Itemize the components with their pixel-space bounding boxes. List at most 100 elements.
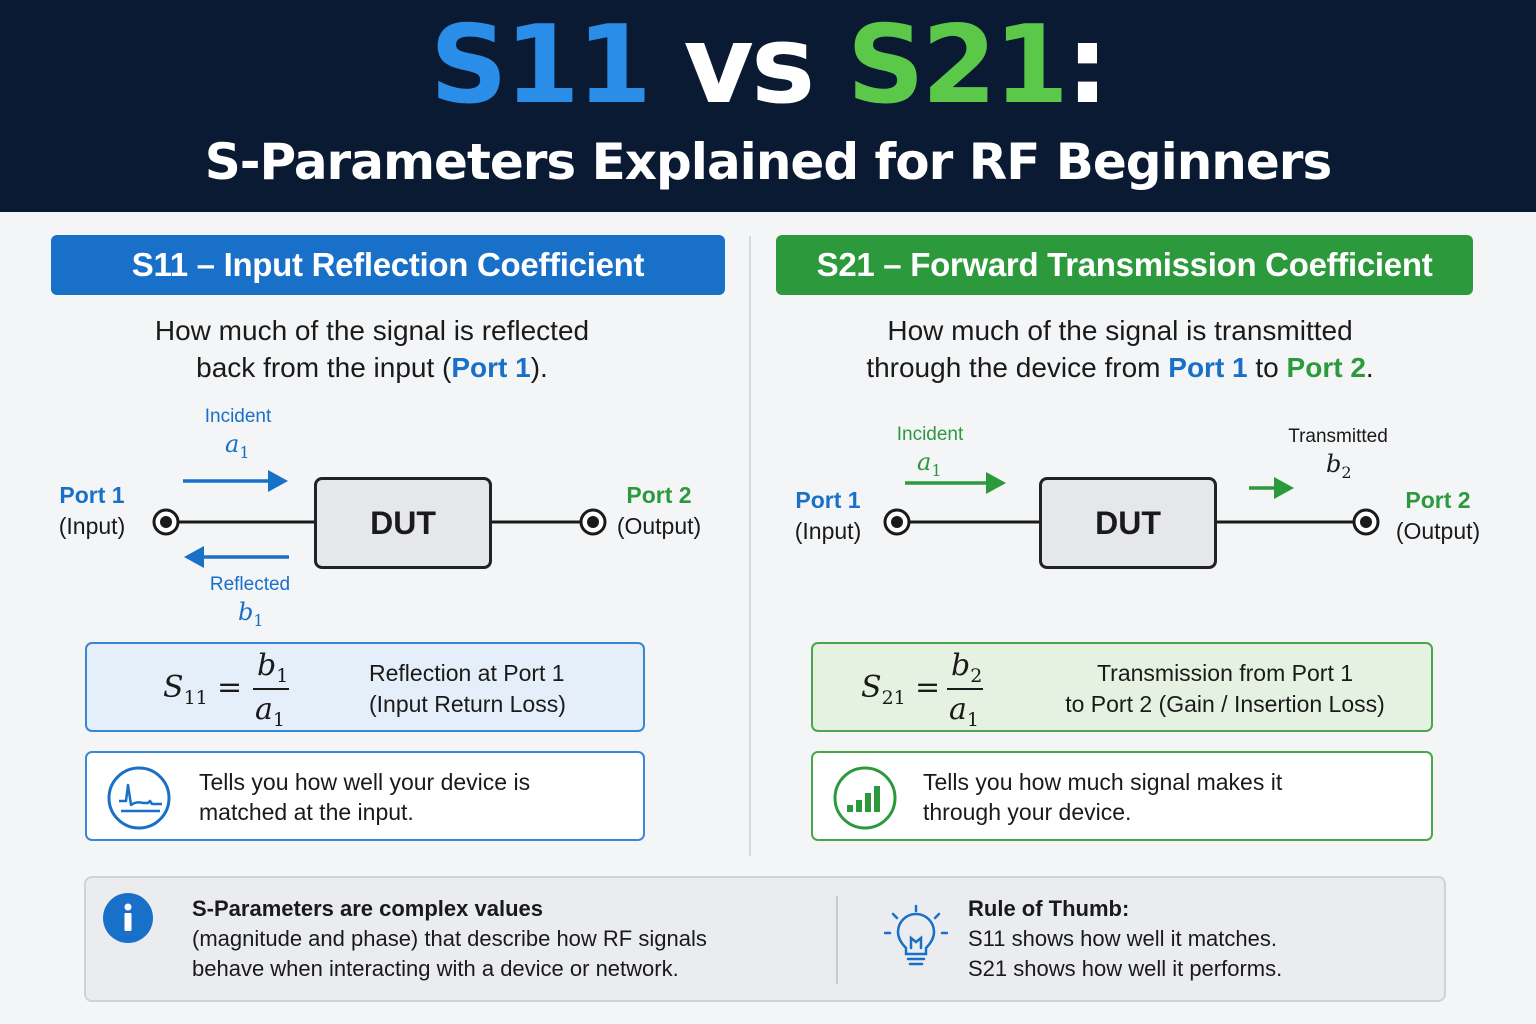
s11-b-sym: b	[238, 598, 254, 626]
s11-port1-label: Port 1 (Input)	[52, 480, 132, 542]
s11-formula-text-1: Reflection at Port 1	[369, 660, 565, 686]
s21-desc-line2: through the device from Port 1 to Port 2…	[790, 349, 1450, 386]
s21-desc-port1: Port 1	[1168, 352, 1248, 383]
footer-right-line2: S11 shows how well it matches.	[968, 926, 1277, 951]
s11-port1-name: Port 1	[59, 482, 125, 508]
s11-incident-label: Incident	[204, 406, 272, 427]
title-s21: S21	[846, 3, 1069, 128]
s21-lhs-s: S	[861, 670, 882, 705]
s21-port2-name: Port 2	[1405, 487, 1471, 513]
footer-divider	[836, 896, 838, 984]
s21-b-sym: b	[1326, 450, 1342, 478]
s11-formula-lhs: S11	[163, 670, 208, 709]
s11-port1-role: (Input)	[58, 513, 126, 539]
s11-lhs-sub: 11	[183, 687, 208, 709]
s21-incident-symbol: a1	[917, 448, 942, 480]
s21-formula-den: a1	[949, 692, 979, 731]
s21-transmitted-arrow	[1249, 477, 1294, 499]
s11-incident-symbol: a1	[225, 430, 250, 462]
title-s11: S11	[429, 3, 652, 128]
s21-formula-num: b2	[951, 648, 982, 687]
s21-a-sub: 1	[931, 460, 942, 480]
s11-a-sub: 1	[239, 442, 250, 462]
s11-formula-num: b1	[257, 648, 288, 687]
lightbulb-icon	[884, 904, 948, 966]
s21-banner: S21 – Forward Transmission Coefficient	[776, 235, 1473, 295]
s11-den-sym: a	[255, 692, 273, 727]
s21-formula-text-2: to Port 2 (Gain / Insertion Loss)	[1065, 691, 1385, 717]
footer-right-line3: S21 shows how well it performs.	[968, 956, 1283, 981]
s21-info-box: Tells you how much signal makes it throu…	[811, 751, 1433, 841]
s11-banner: S11 – Input Reflection Coefficient	[51, 235, 725, 295]
s11-num-sub: 1	[276, 665, 289, 687]
s11-formula-den: a1	[255, 692, 285, 731]
info-icon	[103, 893, 153, 943]
s21-port1-label: Port 1 (Input)	[786, 485, 870, 547]
title-vs: vs	[648, 3, 847, 128]
s21-desc-mid: to	[1247, 352, 1287, 383]
s11-reflected-symbol: b1	[238, 598, 264, 630]
s11-desc-line1: How much of the signal is reflected	[154, 315, 590, 346]
s21-num-sym: b	[951, 648, 971, 683]
s11-dut-block: DUT	[314, 477, 492, 569]
s11-info-line2: matched at the input.	[199, 799, 414, 825]
main-title: S11 vs S21:	[0, 6, 1536, 126]
s21-den-sym: a	[949, 692, 967, 727]
s21-transmitted-symbol: b2	[1326, 450, 1352, 482]
return-loss-plot-icon	[107, 766, 171, 830]
s11-info-box: Tells you how well your device is matche…	[85, 751, 645, 841]
s11-a-sym: a	[225, 430, 240, 458]
s21-info-line2: through your device.	[923, 799, 1132, 825]
s21-a-sym: a	[917, 448, 932, 476]
s21-formula-equals: =	[915, 670, 941, 705]
s11-port1-terminal	[152, 508, 180, 536]
s21-port1-terminal	[883, 508, 911, 536]
s11-info-line1: Tells you how well your device is	[199, 769, 531, 795]
s11-fraction-bar	[253, 688, 289, 690]
footer-left-line3: behave when interacting with a device or…	[192, 956, 679, 981]
s21-fraction-bar	[947, 688, 983, 690]
s21-formula-text: Transmission from Port 1 to Port 2 (Gain…	[1035, 658, 1415, 720]
s11-incident-arrow	[183, 470, 288, 492]
s21-num-sub: 2	[970, 665, 983, 687]
s21-desc-end: .	[1365, 352, 1374, 383]
s11-port2-label: Port 2 (Output)	[612, 480, 706, 542]
s11-desc-post: ).	[530, 352, 548, 383]
s21-port2-label: Port 2 (Output)	[1390, 485, 1486, 547]
footer-panel: S-Parameters are complex values (magnitu…	[84, 876, 1446, 1002]
footer-left-title: S-Parameters are complex values	[192, 896, 543, 921]
footer-right-title: Rule of Thumb:	[968, 896, 1130, 921]
footer-left-line2: (magnitude and phase) that describe how …	[192, 926, 707, 951]
s11-port2-name: Port 2	[626, 482, 692, 508]
s11-b-sub: 1	[253, 610, 264, 630]
s21-incident-label: Incident	[896, 424, 964, 445]
s11-num-sym: b	[257, 648, 277, 683]
s21-incident-arrow	[905, 472, 1006, 494]
title-colon: :	[1065, 3, 1109, 128]
s21-lhs-sub: 21	[881, 687, 906, 709]
s21-formula-text-1: Transmission from Port 1	[1096, 660, 1354, 686]
s11-lhs-s: S	[163, 670, 184, 705]
s11-reflected-label: Reflected	[209, 574, 291, 595]
s21-dut-block: DUT	[1039, 477, 1217, 569]
s21-port1-role: (Input)	[794, 518, 862, 544]
header: S11 vs S21: S-Parameters Explained for R…	[0, 0, 1536, 212]
s21-port2-role: (Output)	[1395, 518, 1481, 544]
s11-formula-equals: =	[217, 670, 243, 705]
subtitle: S-Parameters Explained for RF Beginners	[204, 133, 1332, 191]
s11-formula-text-2: (Input Return Loss)	[369, 691, 566, 717]
s11-desc-pre: back from the input (	[196, 352, 452, 383]
s21-desc-port2: Port 2	[1286, 352, 1366, 383]
s21-desc-pre: through the device from	[866, 352, 1169, 383]
s21-desc-line1: How much of the signal is transmitted	[887, 315, 1353, 346]
s11-formula-text: Reflection at Port 1 (Input Return Loss)	[369, 658, 639, 720]
center-divider	[749, 236, 751, 856]
s11-info-text: Tells you how well your device is matche…	[199, 767, 629, 827]
s21-port2-terminal	[1352, 508, 1380, 536]
s21-b-sub: 2	[1341, 462, 1352, 482]
s11-description: How much of the signal is reflected back…	[60, 312, 684, 386]
s21-formula-box: S21 = b2 a1 Transmission from Port 1 to …	[811, 642, 1433, 732]
footer-right-text: Rule of Thumb: S11 shows how well it mat…	[968, 894, 1428, 984]
s21-den-sub: 1	[966, 709, 979, 731]
